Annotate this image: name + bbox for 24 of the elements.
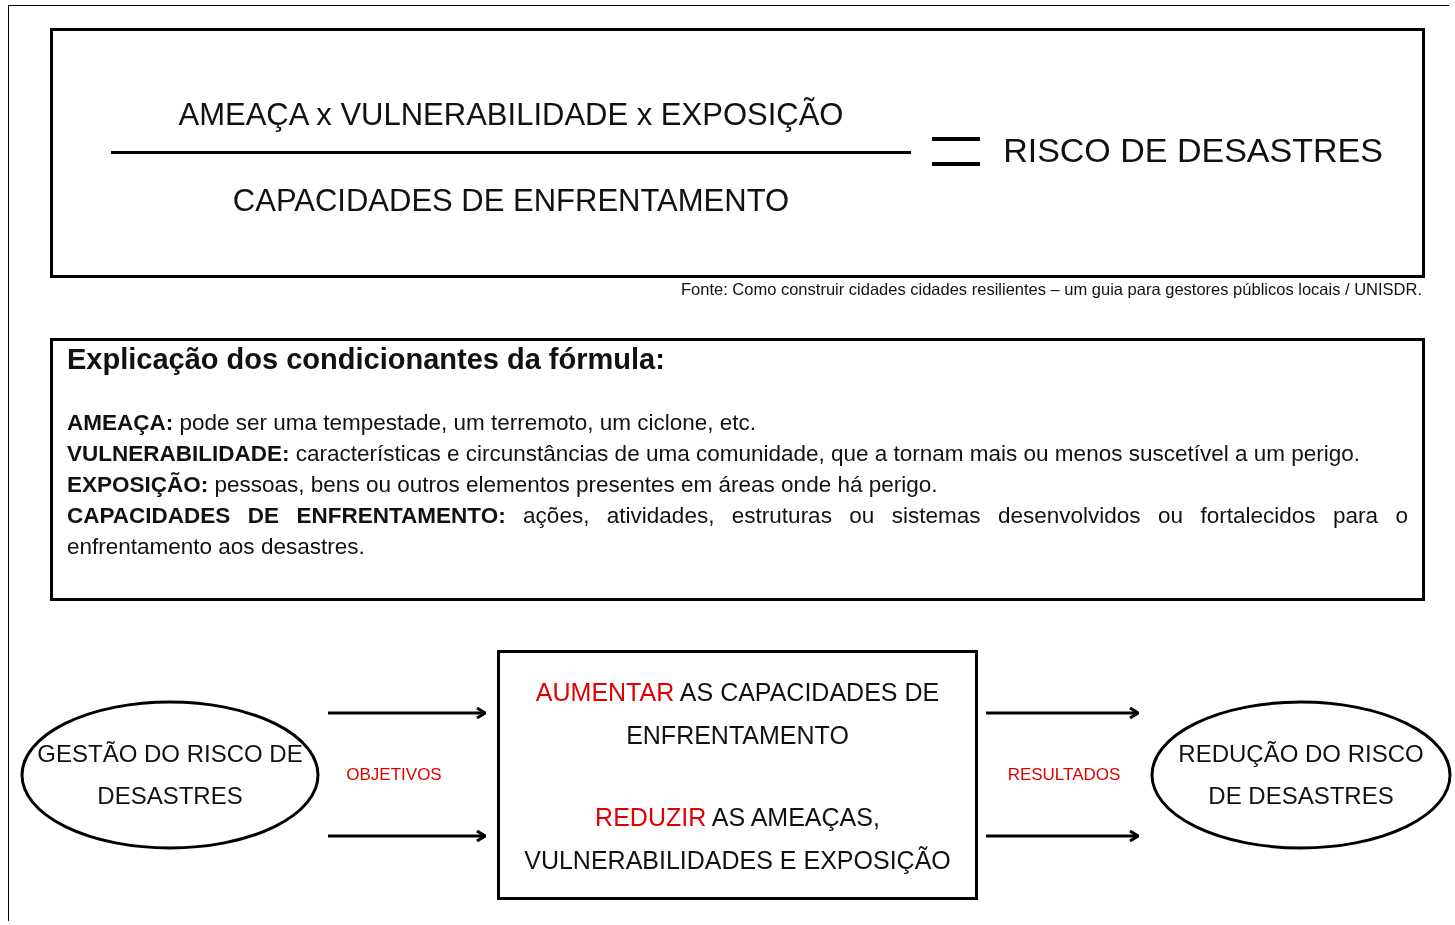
annotation-text: OBJETIVOS (345, 765, 443, 785)
process-box (497, 650, 978, 900)
node-label: REDUZIR AS AMEAÇAS, VULNERABILIDADES E EXPOSIÇÃO (523, 802, 952, 876)
node-label: GESTÃO DO RISCO DE DESASTRES (36, 739, 304, 811)
arrow (986, 829, 1140, 843)
ellipse-node (1150, 700, 1452, 850)
node-label: AUMENTAR AS CAPACIDADES DE ENFRENTAMENTO (534, 677, 941, 751)
result-text: RISCO DE DESASTRES (1002, 131, 1384, 170)
source-note: Fonte: Como construir cidades cidades resilientes – um guia para gestores públicos locais / UNISDR. (681, 280, 1422, 299)
formula-box (50, 28, 1425, 278)
node-label: REDUÇÃO DO RISCO DE DESASTRES (1177, 739, 1425, 811)
definition-text: AMEAÇA: pode ser uma tempestade, um terremoto, um ciclone, etc. (67, 409, 758, 437)
numerator-text: AMEAÇA x VULNERABILIDADE x EXPOSIÇÃO (177, 97, 845, 133)
arrow (328, 706, 487, 720)
definition-text: VULNERABILIDADE: características e circunstâncias de uma comunidade, que a tornam mais ou menos suscetível a um perigo. (67, 440, 1362, 468)
arrow (328, 829, 487, 843)
heading: Explicação dos condicionantes da fórmula: (67, 343, 665, 376)
denominator-text: CAPACIDADES DE ENFRENTAMENTO (231, 183, 791, 219)
annotation-text: RESULTADOS (1006, 765, 1122, 785)
arrow (986, 706, 1140, 720)
definition-text: EXPOSIÇÃO: pessoas, bens ou outros elementos presentes em áreas onde há perigo. (67, 471, 939, 499)
definition-text: CAPACIDADES DE ENFRENTAMENTO: ações, atividades, estruturas ou sistemas desenvolvidos ou fortalecidos para o enfrentamento aos desastres. (67, 502, 1408, 561)
ellipse-node (20, 700, 320, 850)
text-box (50, 338, 1425, 601)
